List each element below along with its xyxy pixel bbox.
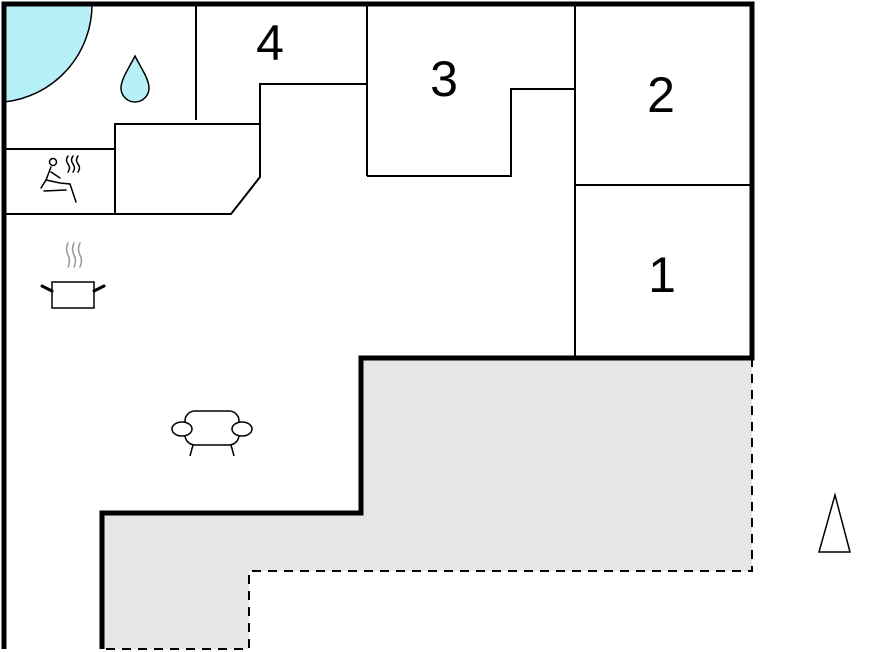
room-label-1: 1 bbox=[648, 247, 676, 303]
room-label-2: 2 bbox=[647, 67, 675, 123]
kitchen-pot-icon bbox=[40, 242, 106, 309]
room-label-3: 3 bbox=[430, 51, 458, 107]
water-drop-icon bbox=[120, 54, 150, 103]
interior-walls bbox=[4, 4, 752, 358]
sauna-icon bbox=[40, 155, 81, 203]
sofa-icon bbox=[171, 410, 253, 457]
terrace bbox=[104, 358, 753, 650]
pool-icon bbox=[3, 3, 93, 103]
north-arrow-icon bbox=[818, 492, 851, 553]
room-label-4: 4 bbox=[256, 15, 284, 71]
outer-wall bbox=[1, 1, 755, 649]
